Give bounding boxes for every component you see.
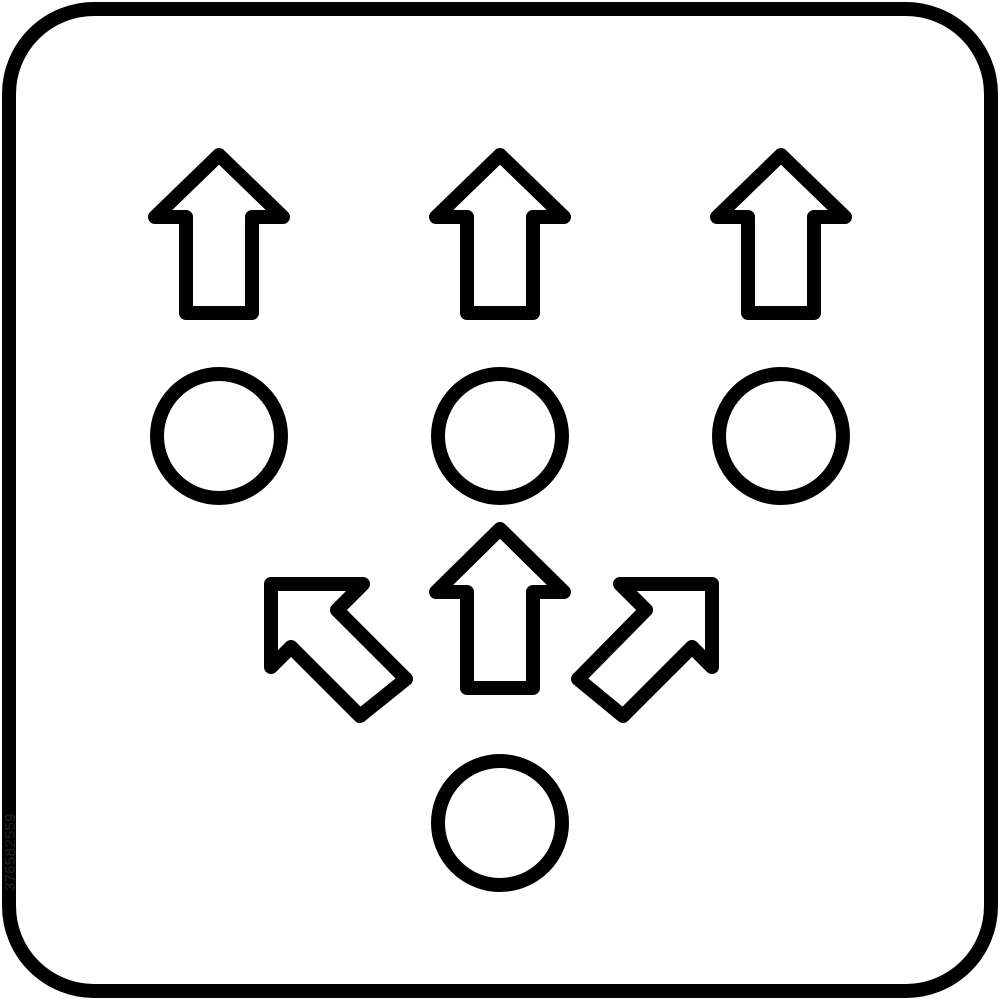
arrow-up-left-icon [264, 577, 413, 723]
player-circle-center [431, 367, 569, 505]
player-circle-right [712, 367, 850, 505]
stock-id-watermark: 376582559 [2, 813, 19, 892]
arrow-up-icon-lower [429, 522, 571, 695]
player-circle-bottom [431, 754, 569, 892]
player-circle-left [150, 367, 288, 505]
arrow-up-right-icon [571, 577, 719, 723]
arrow-up-icon-right [710, 148, 852, 320]
arrow-up-icon-center [429, 148, 571, 320]
arrow-up-icon-left [148, 148, 290, 320]
